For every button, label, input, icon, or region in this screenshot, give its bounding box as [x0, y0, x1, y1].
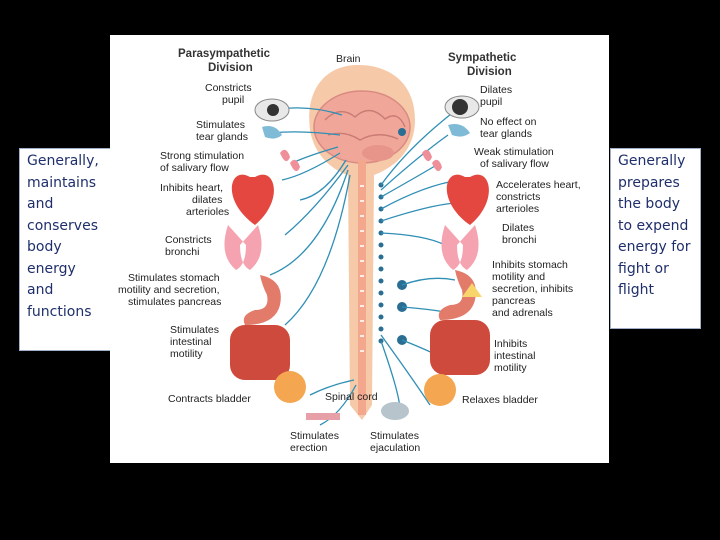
- symp-heart-3: arterioles: [496, 203, 539, 215]
- para-intestine-1: Stimulates: [170, 324, 219, 336]
- para-intestine-2: intestinal: [170, 336, 211, 348]
- symp-intestine-1: Inhibits: [494, 338, 527, 350]
- para-pupil-1: Constricts: [205, 82, 252, 94]
- brain-label: Brain: [336, 53, 361, 65]
- para-saliva-2: of salivary flow: [160, 162, 229, 174]
- symp-tear-1: No effect on: [480, 116, 537, 128]
- spinal-cord: [358, 160, 366, 415]
- spinal-cord-label: Spinal cord: [325, 391, 378, 403]
- sympathetic-summary-text: Generally prepares the body to expend en…: [618, 153, 691, 298]
- symp-saliva-2: of salivary flow: [480, 158, 549, 170]
- symp-heart-2: constricts: [496, 191, 540, 203]
- right-heart: [446, 174, 489, 225]
- left-intestines: [230, 325, 290, 380]
- parasympathetic-nerves: [269, 107, 357, 426]
- symp-ejaculation-1: Stimulates: [370, 430, 419, 442]
- brain: [313, 90, 411, 164]
- right-intestines: [430, 320, 490, 375]
- parasympathetic-summary-callout: Generally, maintains and conserves body …: [19, 148, 111, 351]
- para-tear-2: tear glands: [196, 131, 248, 143]
- parasympathetic-organs: [224, 98, 340, 420]
- left-salivary-glands: [280, 149, 300, 172]
- symp-tear-2: tear glands: [480, 128, 532, 140]
- right-lungs: [441, 225, 479, 270]
- para-stomach-2: motility and secretion,: [118, 284, 220, 296]
- symp-intestine-2: intestinal: [494, 350, 535, 362]
- parasympathetic-title-line2: Division: [208, 62, 253, 74]
- para-pupil-2: pupil: [222, 94, 244, 106]
- para-erection-2: erection: [290, 442, 328, 454]
- para-stomach-1: Stimulates stomach: [128, 272, 220, 284]
- right-stomach: [438, 270, 476, 320]
- left-lungs: [224, 225, 262, 270]
- left-tear-gland: [262, 126, 282, 139]
- symp-bronchi-2: bronchi: [502, 234, 536, 246]
- para-saliva-1: Strong stimulation: [160, 150, 244, 162]
- symp-stomach-5: and adrenals: [492, 307, 553, 319]
- symp-pupil-2: pupil: [480, 96, 502, 108]
- symp-pupil-1: Dilates: [480, 84, 512, 96]
- para-tear-1: Stimulates: [196, 119, 245, 131]
- sympathetic-title-line1: Sympathetic: [448, 52, 517, 64]
- para-erection-1: Stimulates: [290, 430, 339, 442]
- para-heart-1: Inhibits heart,: [160, 182, 223, 194]
- para-bronchi-1: Constricts: [165, 234, 212, 246]
- symp-stomach-2: motility and: [492, 271, 545, 283]
- right-bladder: [424, 374, 456, 406]
- right-tear-gland: [448, 124, 470, 137]
- genitals-right: [381, 402, 409, 420]
- autonomic-nervous-system-diagram: Parasympathetic Division Brain Sympathet…: [110, 35, 609, 463]
- parasympathetic-title-line1: Parasympathetic: [178, 48, 271, 60]
- left-heart: [231, 174, 274, 225]
- left-bladder: [274, 371, 306, 403]
- symp-bladder: Relaxes bladder: [462, 394, 538, 406]
- sympathetic-organs: [381, 95, 490, 420]
- symp-stomach-3: secretion, inhibits: [492, 283, 573, 295]
- para-bladder: Contracts bladder: [168, 393, 251, 405]
- genitals-left: [306, 413, 340, 420]
- para-intestine-3: motility: [170, 348, 203, 360]
- parasympathetic-summary-text: Generally, maintains and conserves body …: [27, 153, 99, 320]
- symp-bronchi-1: Dilates: [502, 222, 534, 234]
- para-heart-3: arterioles: [186, 206, 229, 218]
- para-bronchi-2: bronchi: [165, 246, 199, 258]
- symp-heart-1: Accelerates heart,: [496, 179, 581, 191]
- right-adrenal-pancreas: [462, 283, 482, 297]
- symp-saliva-1: Weak stimulation: [474, 146, 554, 158]
- para-heart-2: dilates: [192, 194, 222, 206]
- symp-intestine-3: motility: [494, 362, 527, 374]
- diagram-svg: Parasympathetic Division Brain Sympathet…: [118, 48, 581, 454]
- para-stomach-3: stimulates pancreas: [128, 296, 221, 308]
- sympathetic-title-line2: Division: [467, 66, 512, 78]
- symp-stomach-4: pancreas: [492, 295, 535, 307]
- symp-stomach-1: Inhibits stomach: [492, 259, 568, 271]
- right-salivary-glands: [422, 149, 442, 172]
- sympathetic-summary-callout: Generally prepares the body to expend en…: [610, 148, 701, 329]
- left-stomach: [243, 275, 281, 325]
- symp-ejaculation-2: ejaculation: [370, 442, 420, 454]
